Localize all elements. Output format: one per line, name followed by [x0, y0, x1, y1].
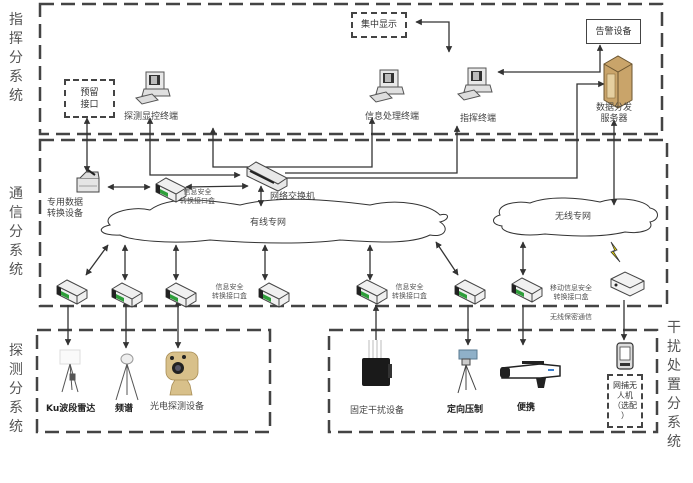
- connectors: [64, 18, 628, 349]
- info-processing-terminal-label: 信息处理终端: [365, 112, 420, 122]
- security-interface-box-icon: [258, 282, 290, 308]
- network-switch-label: 网络交换机: [270, 192, 316, 202]
- fixed-jammer-icon: [362, 340, 392, 386]
- command-subsystem-title: 指挥分系统: [9, 12, 23, 104]
- ku-band-radar-label: Ku波段雷达: [46, 404, 96, 414]
- fixed-jammer-label: 固定干扰设备: [350, 406, 405, 416]
- wireless-network-cloud: [493, 197, 658, 237]
- interference-subsystem-title: 干扰处置分系统: [667, 320, 681, 450]
- command-terminal-icon: [457, 67, 493, 101]
- data-server-icon: [603, 55, 633, 109]
- portable-jammer-gun-icon: [500, 361, 561, 388]
- data-server-label: 数据分发 服务器: [596, 103, 633, 124]
- communication-subsystem-boundary: [38, 138, 669, 308]
- wired-network-label: 有线专网: [250, 218, 287, 228]
- net-capture-drone-device-icon: [616, 342, 634, 370]
- wireless-link-lightning-icon: [610, 241, 621, 263]
- security-interface-box-icon: [111, 282, 143, 308]
- alarm-device-box: 告警设备: [586, 19, 641, 44]
- security-interface-box-icon: [56, 279, 88, 305]
- directional-suppression-label: 定向压制: [447, 405, 484, 415]
- mobile-security-interface-box-icon: [511, 277, 543, 303]
- central-display-label: 集中显示: [360, 20, 397, 30]
- interference-subsystem-boundary: [327, 328, 659, 434]
- reserved-interface-box: 预留接口: [64, 79, 115, 118]
- wired-network-cloud: [100, 198, 448, 244]
- electro-optical-label: 光电探测设备: [150, 402, 205, 412]
- command-subsystem-boundary: [38, 2, 664, 136]
- info-processing-terminal-icon: [369, 69, 405, 103]
- security-box-label-right: 信息安全 转换接口盒: [392, 283, 427, 300]
- mobile-security-box-label: 移动信息安全 转换接口盒: [550, 284, 592, 301]
- command-terminal-label: 指挥终端: [460, 114, 497, 124]
- security-box-label-left: 信息安全 转换接口盒: [212, 283, 247, 300]
- detection-subsystem-boundary: [35, 328, 272, 434]
- electro-optical-detector-icon: [165, 351, 199, 396]
- spectrum-label: 频谱: [115, 404, 134, 414]
- central-display-box: 集中显示: [351, 12, 407, 38]
- wireless-secure-comm-label: 无线保密通信: [550, 313, 592, 321]
- portable-label: 便携: [517, 403, 536, 413]
- wireless-module-icon: [610, 271, 645, 297]
- dedicated-converter-label: 专用数据 转换设备: [47, 198, 84, 219]
- detection-subsystem-title: 探测分系统: [9, 343, 23, 435]
- ku-band-radar-icon: [59, 349, 81, 393]
- communication-subsystem-title: 通信分系统: [9, 186, 23, 278]
- security-interface-box-icon: [356, 279, 388, 305]
- detection-control-terminal-icon: [135, 71, 171, 105]
- network-switch-icon: [246, 161, 288, 192]
- security-box-label-top: 信息安全 转换接口盒: [180, 188, 215, 205]
- dedicated-data-converter-icon: [76, 169, 100, 193]
- detection-control-terminal-label: 探测显控终端: [124, 112, 179, 122]
- reserved-interface-label: 预留接口: [80, 87, 99, 110]
- net-capture-drone-box: 网捕无 人机 （选配 ）: [607, 374, 643, 428]
- security-interface-box-icon: [454, 279, 486, 305]
- wireless-network-label: 无线专网: [555, 212, 592, 222]
- alarm-device-label: 告警设备: [595, 26, 632, 37]
- security-interface-box-icon: [165, 282, 197, 308]
- spectrum-monitor-icon: [115, 353, 139, 401]
- directional-suppressor-icon: [457, 349, 478, 394]
